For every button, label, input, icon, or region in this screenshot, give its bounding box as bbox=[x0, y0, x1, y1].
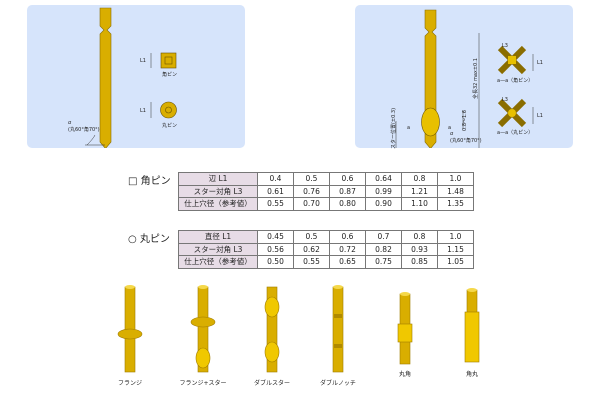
square-pin-title: □ 角ピン bbox=[128, 176, 171, 187]
l3-label: L3 bbox=[502, 43, 508, 49]
table-cell: 1.21 bbox=[401, 184, 438, 198]
table-cell: 1.48 bbox=[437, 184, 474, 198]
flange-star-pin-label: フランジ+スター bbox=[179, 380, 227, 387]
alpha-note: (丸60°角70°) bbox=[68, 127, 100, 133]
alpha-note: (丸60°角70°) bbox=[450, 138, 482, 144]
table-cell: 0.8 bbox=[401, 230, 438, 244]
round-star-section-icon bbox=[497, 98, 527, 128]
table-cell: 0.4 bbox=[257, 172, 294, 186]
double-star-pin-illustration bbox=[259, 282, 285, 378]
flange-pin-illustration bbox=[117, 282, 143, 378]
pin-diagram-panel: L1 角ピン L1 丸ピン α (丸60°角70°) bbox=[27, 5, 245, 148]
table-cell: 0.64 bbox=[365, 172, 402, 186]
table-cell: 1.0 bbox=[437, 172, 474, 186]
total-length-label: 全長32 max±0.1 bbox=[473, 58, 479, 99]
table-cell: 0.82 bbox=[365, 242, 402, 256]
table-cell: 0.65 bbox=[329, 255, 366, 269]
table-cell: 0.70 bbox=[293, 197, 330, 211]
section-square-label: a—a（角ピン） bbox=[497, 78, 534, 84]
table-cell: 0.8 bbox=[401, 172, 438, 186]
flange-star-pin-illustration bbox=[190, 282, 216, 378]
star-diagram-panel: L3 L1 a—a（角ピン） L3 L1 a—a（丸ピン） 全長32 max±0… bbox=[355, 5, 573, 150]
table-cell: 0.76 bbox=[293, 184, 330, 198]
square-round-pin-label: 角丸 bbox=[465, 371, 479, 378]
section-a-mark: a bbox=[448, 125, 452, 131]
table-cell: 0.75 bbox=[365, 255, 402, 269]
square-round-pin-illustration bbox=[459, 282, 485, 378]
table-cell: 0.85 bbox=[401, 255, 438, 269]
square-star-section-icon bbox=[497, 45, 527, 75]
table-cell: 0.72 bbox=[329, 242, 366, 256]
star-pin-drawing bbox=[395, 9, 534, 148]
flange-pin-label: フランジ bbox=[117, 380, 143, 387]
table-cell: 0.6 bbox=[329, 230, 366, 244]
double-notch-pin-label: ダブルノッチ bbox=[320, 380, 356, 387]
table-cell: 0.55 bbox=[293, 255, 330, 269]
alpha-label: α bbox=[68, 120, 72, 126]
table-cell: 0.6 bbox=[329, 172, 366, 186]
table-cell: 0.5 bbox=[293, 172, 330, 186]
table-cell: 1.10 bbox=[401, 197, 438, 211]
l1-label: L1 bbox=[537, 113, 543, 119]
row-header: スター対角 L3 bbox=[178, 242, 258, 256]
round-pin-label: 丸ピン bbox=[162, 123, 178, 129]
table-cell: 0.5 bbox=[293, 230, 330, 244]
table-cell: 1.15 bbox=[437, 242, 474, 256]
l1-label: L1 bbox=[140, 108, 146, 114]
l1-label: L1 bbox=[537, 60, 543, 66]
table-cell: 0.55 bbox=[257, 197, 294, 211]
round-pin-icon bbox=[160, 101, 177, 119]
double-notch-pin-illustration bbox=[325, 282, 351, 378]
table-cell: 0.62 bbox=[293, 242, 330, 256]
round-square-pin-illustration bbox=[392, 282, 418, 378]
table-cell: 0.56 bbox=[257, 242, 294, 256]
table-cell: 0.93 bbox=[401, 242, 438, 256]
table-cell: 0.99 bbox=[365, 184, 402, 198]
l1-label: L1 bbox=[140, 58, 146, 64]
table-cell: 1.0 bbox=[437, 230, 474, 244]
square-pin-icon bbox=[160, 52, 177, 69]
star-position-label: スター位置(±0.3) bbox=[391, 107, 398, 150]
alpha-label: α bbox=[450, 131, 454, 137]
table-cell: 0.90 bbox=[365, 197, 402, 211]
section-round-label: a—a（丸ピン） bbox=[497, 130, 534, 136]
star-range-label: 0.8〜1.6 bbox=[461, 110, 468, 131]
table-cell: 1.05 bbox=[437, 255, 474, 269]
square-pin-label: 角ピン bbox=[162, 72, 178, 78]
round-square-pin-label: 丸角 bbox=[398, 371, 412, 378]
pin-drawing bbox=[85, 7, 177, 148]
table-cell: 0.80 bbox=[329, 197, 366, 211]
row-header: スター対角 L3 bbox=[178, 184, 258, 198]
row-header: 直径 L1 bbox=[178, 230, 258, 244]
section-a-mark: a bbox=[407, 125, 411, 131]
table-cell: 0.50 bbox=[257, 255, 294, 269]
round-pin-title: ○ 丸ピン bbox=[128, 234, 170, 245]
double-star-pin-label: ダブルスター bbox=[253, 380, 291, 387]
l3-label: L3 bbox=[502, 97, 508, 103]
table-cell: 0.45 bbox=[257, 230, 294, 244]
table-cell: 0.87 bbox=[329, 184, 366, 198]
table-cell: 1.35 bbox=[437, 197, 474, 211]
row-header: 仕上穴径（参考値） bbox=[178, 197, 258, 211]
row-header: 辺 L1 bbox=[178, 172, 258, 186]
table-cell: 0.61 bbox=[257, 184, 294, 198]
table-cell: 0.7 bbox=[365, 230, 402, 244]
row-header: 仕上穴径（参考値） bbox=[178, 255, 258, 269]
